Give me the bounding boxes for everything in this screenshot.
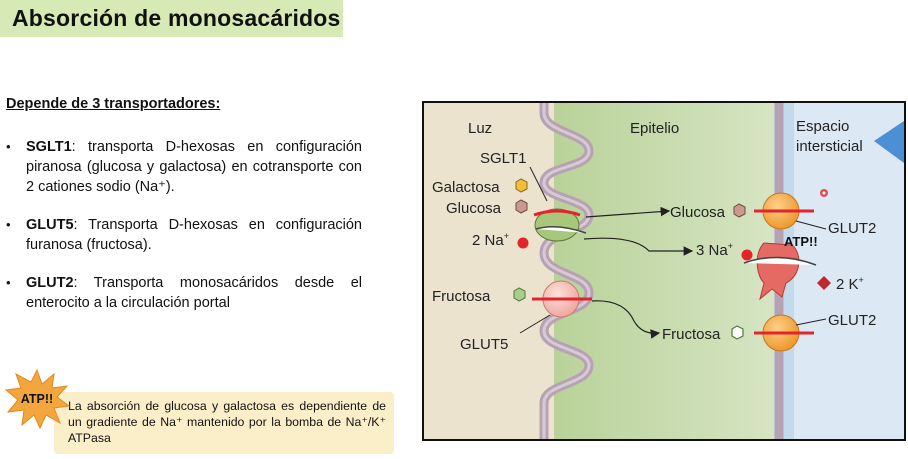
bullet-glut5: • GLUT5: Transporta D-hexosas en configu…: [6, 215, 362, 255]
label-espacio: Espacio: [796, 118, 849, 135]
sodium-arrow: [583, 237, 694, 256]
sglt1-transporter: [534, 208, 580, 242]
sglt1-channel-line: [533, 209, 581, 217]
label-glut2-bottom: GLUT2: [828, 312, 876, 329]
bullet-term: GLUT2: [26, 275, 74, 291]
subheading: Depende de 3 transportadores:: [6, 96, 221, 112]
glut2-bottom-pointer: [795, 318, 827, 326]
glucosa-right-hexagon-icon: [733, 203, 746, 218]
bullet-dot: •: [6, 217, 11, 232]
title-banner: Absorción de monosacáridos: [0, 0, 343, 37]
label-glucosa-left: Glucosa: [446, 200, 502, 217]
page-title: Absorción de monosacáridos: [12, 5, 341, 31]
label-glut2-top: GLUT2: [828, 220, 876, 237]
bullet-sglt1: • SGLT1: transporta D-hexosas en configu…: [6, 137, 362, 197]
apical-membrane-highlight: [542, 103, 591, 439]
glut2-top-pointer: [795, 220, 827, 230]
sglt1-rotation-arrow-icon: [535, 226, 587, 234]
glucose-arrow: [585, 206, 671, 218]
bullet-text: GLUT5: Transporta D-hexosas en configura…: [26, 215, 362, 255]
galactosa-hexagon-icon: [515, 178, 528, 193]
label-k: 2 K+: [836, 275, 864, 293]
fructose-arrow: [591, 300, 661, 339]
cursor-dot-center: [822, 191, 826, 195]
label-luz: Luz: [468, 120, 492, 137]
bullet-term: SGLT1: [26, 139, 72, 155]
label-glucosa-right: Glucosa: [670, 204, 726, 221]
sglt1-pointer: [529, 166, 548, 202]
interstitial-marker-icon: [874, 121, 904, 163]
potassium-ion-icon: [817, 276, 831, 290]
fructosa-hexagon-icon: [513, 287, 526, 302]
label-glut5: GLUT5: [460, 336, 508, 353]
sodium-ion-icon: [517, 237, 529, 249]
label-galactosa: Galactosa: [432, 179, 500, 196]
label-intersticial: intersticial: [796, 138, 863, 155]
label-atp: ATP!!: [784, 234, 818, 249]
bullet-list: • SGLT1: transporta D-hexosas en configu…: [6, 137, 362, 331]
fructosa-right-hexagon-icon: [731, 325, 744, 340]
glut5-pointer: [519, 314, 551, 334]
label-fructosa-right: Fructosa: [662, 326, 721, 343]
bullet-text: GLUT2: Transporta monosacáridos desde el…: [26, 273, 362, 313]
label-na-right: 3 Na+: [696, 241, 733, 259]
label-sglt1: SGLT1: [480, 150, 526, 167]
bullet-dot: •: [6, 275, 11, 290]
label-fructosa-left: Fructosa: [432, 288, 491, 305]
label-epitelio: Epitelio: [630, 120, 679, 137]
sodium-ion-right-icon: [741, 249, 753, 261]
atp-burst-icon: ATP!!: [4, 368, 70, 430]
bullet-term: GLUT5: [26, 217, 74, 233]
diagram-canvas: Luz Epitelio Espacio intersticial SGLT1 …: [424, 103, 904, 439]
bullet-glut2: • GLUT2: Transporta monosacáridos desde …: [6, 273, 362, 313]
epithelium-region: [554, 103, 794, 439]
bullet-desc: : Transporta D-hexosas en configuración …: [26, 217, 362, 253]
label-na-left: 2 Na+: [472, 231, 509, 249]
glucosa-hexagon-icon: [515, 199, 528, 214]
bullet-text: SGLT1: transporta D-hexosas en configura…: [26, 137, 362, 197]
bullet-desc: : Transporta monosacáridos desde el ente…: [26, 275, 362, 311]
transport-diagram: Luz Epitelio Espacio intersticial SGLT1 …: [422, 101, 906, 441]
interstitial-region: [784, 103, 904, 439]
atpase-rotation-arrow-icon: [743, 256, 817, 266]
atp-badge-label: ATP!!: [21, 392, 53, 406]
bullet-dot: •: [6, 139, 11, 154]
atp-note-text: La absorción de glucosa y galactosa es d…: [68, 399, 386, 445]
bullet-desc: : transporta D-hexosas en configuración …: [26, 139, 362, 195]
atp-note-box: La absorción de glucosa y galactosa es d…: [54, 392, 394, 454]
